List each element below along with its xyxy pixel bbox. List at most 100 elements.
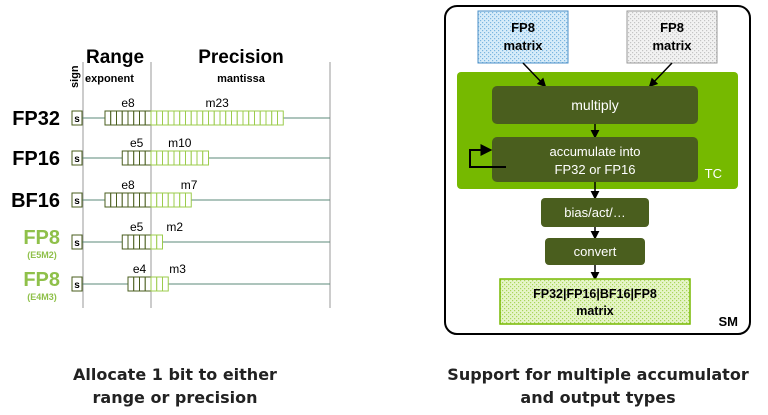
sign-bit (71, 110, 83, 126)
mantissa-bit (248, 110, 255, 126)
accumulate-loop-arrow (469, 144, 506, 168)
exponent-label: e4 (133, 262, 147, 276)
mantissa-bit (277, 110, 284, 126)
mantissa-bit (254, 110, 261, 126)
exponent-bit (104, 110, 112, 126)
mantissa-bit (162, 276, 169, 292)
format-subname: (E5M2) (27, 250, 57, 260)
exponent-bit (139, 276, 146, 292)
sign-bit (71, 234, 83, 250)
mantissa-bit (231, 110, 238, 126)
exponent-bit (133, 150, 140, 166)
mantissa-bit (173, 150, 181, 166)
exponent-bit (116, 192, 123, 208)
exponent-bit (144, 150, 152, 166)
mantissa-bit (185, 192, 192, 208)
exponent-bit (121, 234, 129, 250)
mantissa-label: m7 (181, 178, 198, 192)
fp8-matrix-a-line2: matrix (503, 38, 543, 53)
mantissa-bit (202, 110, 209, 126)
exponent-bit (121, 110, 129, 126)
exponent-bit (116, 110, 123, 126)
exponent-label: e8 (121, 96, 135, 110)
format-name: BF16 (11, 190, 60, 212)
mantissa-bit (173, 110, 181, 126)
mantissa-bit (162, 150, 169, 166)
exponent-bit (127, 276, 135, 292)
exponent-label: e8 (121, 178, 135, 192)
exponent-bit (127, 192, 135, 208)
output-matrix-line1: FP32|FP16|BF16|FP8 (533, 287, 657, 301)
convert-label: convert (574, 244, 617, 259)
mantissa-bit (185, 150, 192, 166)
mantissa-label: m2 (166, 220, 183, 234)
mantissa-bit (156, 150, 163, 166)
format-name: FP16 (12, 148, 60, 170)
exponent-bit (139, 150, 146, 166)
mantissa-bit (242, 110, 250, 126)
mantissa-bit (196, 150, 204, 166)
fp8-matrix-b-line2: matrix (652, 38, 692, 53)
mantissa-bit (150, 234, 158, 250)
accumulate-line2: FP32 or FP16 (555, 162, 636, 177)
mantissa-header: mantissa (217, 73, 266, 85)
exponent-bit (110, 110, 117, 126)
arrow-b-to-multiply (648, 62, 673, 88)
exponent-label: e5 (130, 136, 144, 150)
exponent-bit (139, 234, 146, 250)
exponent-bit (121, 192, 129, 208)
mantissa-bit (167, 110, 175, 126)
exponent-bit (127, 150, 135, 166)
exponent-bit (133, 276, 140, 292)
sign-bit (71, 150, 83, 166)
right-caption-line1: Support for multiple accumulator (447, 365, 749, 384)
format-subname: (E4M3) (27, 292, 57, 302)
fp8-matrix-a-box (477, 10, 569, 64)
sm-label: SM (719, 314, 739, 329)
exponent-bit (144, 192, 152, 208)
number-format-diagram: sign Range exponent Precision mantissa F… (11, 47, 331, 308)
mantissa-label: m23 (205, 96, 229, 110)
mantissa-bit (236, 110, 244, 126)
mantissa-bit (167, 150, 175, 166)
mantissa-bit (213, 110, 221, 126)
exponent-bit (110, 192, 117, 208)
exponent-bit (139, 192, 146, 208)
mantissa-bit (150, 276, 158, 292)
exponent-bit (139, 110, 146, 126)
sign-bit-label: s (74, 196, 80, 207)
range-header: Range (86, 47, 144, 68)
multiply-label: multiply (571, 97, 618, 113)
sign-bit-label: s (74, 280, 80, 291)
format-name: FP8 (23, 269, 60, 291)
exponent-bit (144, 234, 152, 250)
mantissa-bit (156, 192, 163, 208)
mantissa-bit (219, 110, 227, 126)
fp8-matrix-a-line1: FP8 (511, 20, 535, 35)
mantissa-bit (265, 110, 273, 126)
mantissa-bit (167, 192, 175, 208)
accumulate-box (492, 137, 698, 182)
tensor-core-diagram: FP8 matrix FP8 matrix TC multiply accumu… (444, 5, 751, 335)
exponent-bit (121, 150, 129, 166)
mantissa-label: m3 (169, 262, 186, 276)
mantissa-bit (179, 150, 186, 166)
left-caption-line2: range or precision (93, 388, 258, 407)
mantissa-bit (156, 234, 163, 250)
multiply-box (492, 86, 698, 124)
mantissa-bit (150, 110, 158, 126)
mantissa-bit (271, 110, 278, 126)
mantissa-bit (208, 110, 215, 126)
exponent-bit (133, 110, 140, 126)
mantissa-bit (156, 110, 163, 126)
mantissa-bit (162, 110, 169, 126)
mantissa-bit (150, 192, 158, 208)
mantissa-bit (162, 192, 169, 208)
mantissa-bit (179, 192, 186, 208)
precision-header: Precision (198, 47, 284, 68)
mantissa-bit (225, 110, 232, 126)
fp8-matrix-b-line1: FP8 (660, 20, 684, 35)
mantissa-bit (190, 150, 198, 166)
mantissa-bit (196, 110, 204, 126)
exponent-bit (127, 234, 135, 250)
